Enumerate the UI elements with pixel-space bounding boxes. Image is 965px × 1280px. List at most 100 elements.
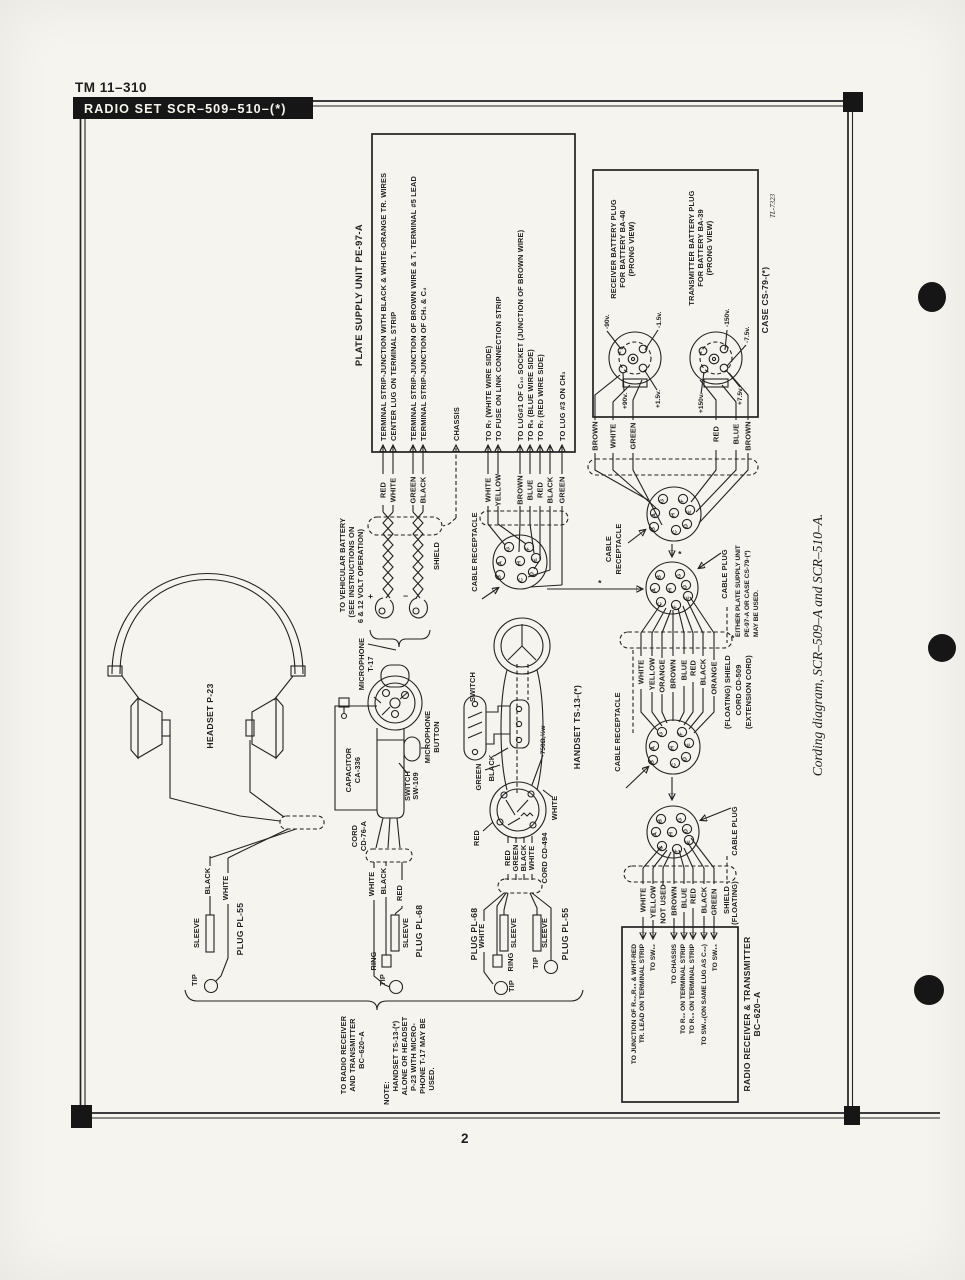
battery-note: (SEE INSTRUCTIONS ON [347,527,356,618]
either-note: MAY BE USED. [753,590,760,637]
wire-label: BROWN [591,421,600,451]
tx-plug-label: TRANSMITTER BATTERY PLUG [687,190,696,305]
to-radio-label: BC–620–A [357,1031,366,1069]
radio-name: BC–620–A [752,992,762,1037]
wire-label: WHITE [639,888,648,913]
dest-label: TR. LEAD ON TERMINAL STRIP [639,943,646,1043]
wire-label: BLACK [203,867,212,894]
psu-terminal: CHASSIS [452,407,461,441]
wire-label: BLACK [546,476,555,503]
left-plugs: BLACK WHITE SLEEVE TIP PLUG PL-55 WHITE … [190,856,424,995]
shield-label: SHIELD [722,885,731,914]
case-title: CASE CS-79-(*) [760,267,770,334]
wire-label: BLUE [680,888,689,909]
wire-label: BLACK [519,844,528,871]
handset-label: HANDSET TS-13-(*) [572,685,582,769]
wire-label: RED [712,425,721,442]
wire-label: WHITE [221,876,230,901]
voltage-label: -150v. [724,309,731,327]
rx-plug-label: RECEIVER BATTERY PLUG [609,199,618,299]
mic-label: MICROPHONE [357,638,366,690]
note-label: ALONE OR HEADSET [400,1016,409,1095]
vehicular-battery-leads: + − RED WHITE GREEN BLACK SHIELD TO VEHI… [338,474,443,651]
note-label: HANDSET TS-13-(*) [391,1020,400,1091]
wire-label: ORANGE [658,659,667,692]
dest-label: TO SW₁₂(ON SAME LUG AS C₃₂) [701,944,708,1045]
psu-terminal: TO R₇ (RED WIRE SIDE) [536,354,545,441]
sleeve-label: SLEEVE [540,918,549,948]
handset-ts13: SWITCH HANDSET TS-13-(*) 750Ω,½w GREEN B… [463,617,582,846]
binding-dot [918,282,946,312]
shield-label: SHIELD [432,541,441,570]
wire-label: RED [395,884,404,901]
note-label: P-23 WITH MICRO- [409,1023,418,1091]
psu-terminal: TO LUG#1 OF C₁₀ SOCKET (JUNCTION OF BROW… [516,229,525,441]
dest-label: TO CHASSIS [671,943,678,984]
note-label: USED. [427,1067,436,1090]
wire-label: BLUE [526,480,535,501]
wire-label: BROWN [744,421,753,451]
wire-label: WHITE [367,872,376,897]
plug-label: PLUG PL-68 [469,908,479,961]
plug-label: CABLE PLUG [720,549,729,599]
wire-label: WHITE [389,478,398,503]
sleeve-label: SLEEVE [401,918,410,948]
wire-label: RED [689,659,698,676]
wire-label: YELLOW [494,474,503,507]
dest-label: TO SW₁₂ [650,944,657,971]
battery-clip [408,597,428,619]
plate-supply-unit: PLATE SUPPLY UNIT PE-97-A TERMINAL STRIP… [353,133,576,585]
binding-dot [914,975,944,1005]
battery-note: TO VEHICULAR BATTERY [338,518,347,612]
asterisk: * [598,578,602,588]
switch-label: SWITCH [468,672,477,702]
wire-label: BLACK [699,658,708,685]
title-banner [73,97,313,119]
page-frame: TM 11–310 RADIO SET SCR–509–510–(*) 2 Co… [71,80,956,1146]
switch-label: SW-109 [411,772,420,799]
radio-name: RADIO RECEIVER & TRANSMITTER [742,936,752,1091]
bottom-notes: TO RADIO RECEIVER AND TRANSMITTER BC–620… [184,989,584,1105]
voltage-label: +150v. [698,393,705,413]
asterisk: * [731,633,735,643]
wire-label: ORANGE [710,661,719,694]
dest-label: TO SW₁₃ [712,944,719,971]
wire-label: BROWN [669,659,678,689]
to-radio-label: TO RADIO RECEIVER [339,1015,348,1094]
shield-label: (FLOATING) [730,881,739,925]
wire-label: WHITE [527,846,536,871]
wire-label: NOT USED [659,884,668,924]
wire-label: WHITE [550,796,559,821]
ring-label: RING [369,951,378,970]
wire-label: RED [472,829,481,846]
wire-label: BLACK [700,886,709,913]
psu-terminal: TO LUG #3 ON CH₃ [558,371,567,441]
wire-label: BROWN [670,886,679,916]
asterisk: * [678,549,682,559]
tip-label: TIP [507,980,516,992]
tip-label: TIP [378,974,387,986]
dest-label: TO R₁₂ ON TERMINAL STRIP [680,943,687,1034]
title-banner-text: RADIO SET SCR–509–510–(*) [84,102,286,116]
note-label: PHONE T-17 MAY BE [418,1018,427,1094]
either-note: PE-97-A OR CASE CS-79-(*) [744,550,751,637]
dest-label: TO R₁₃ ON TERMINAL STRIP [689,943,696,1034]
corner-mark-bl [71,1105,92,1128]
cord-cd509: WHITE YELLOW ORANGE BROWN BLUE RED BLACK… [613,596,753,799]
plug-label: PLUG PL-68 [414,905,424,958]
ring-label: RING [506,952,515,971]
plug-label: PLUG PL-55 [235,903,245,956]
plug-label: PLUG PL-55 [560,908,570,961]
cord-name: CORD CD-509 [734,665,743,716]
psu-title: PLATE SUPPLY UNIT PE-97-A [353,224,364,366]
dest-label: TO JUNCTION OF R₃₂,R₃₄ & WHT-RED [631,944,638,1064]
either-note: EITHER PLATE SUPPLY UNIT [735,545,742,637]
voltage-label: +1.5v. [655,390,662,408]
corner-mark-br [844,1106,860,1125]
page-number: 2 [461,1131,469,1146]
case-cs79: RECEIVER BATTERY PLUG FOR BATTERY BA-40 … [587,169,770,526]
receptacle-label: CABLE RECEPTACLE [470,512,479,591]
wire-label: GREEN [629,422,638,449]
tip-label: TIP [190,974,199,986]
